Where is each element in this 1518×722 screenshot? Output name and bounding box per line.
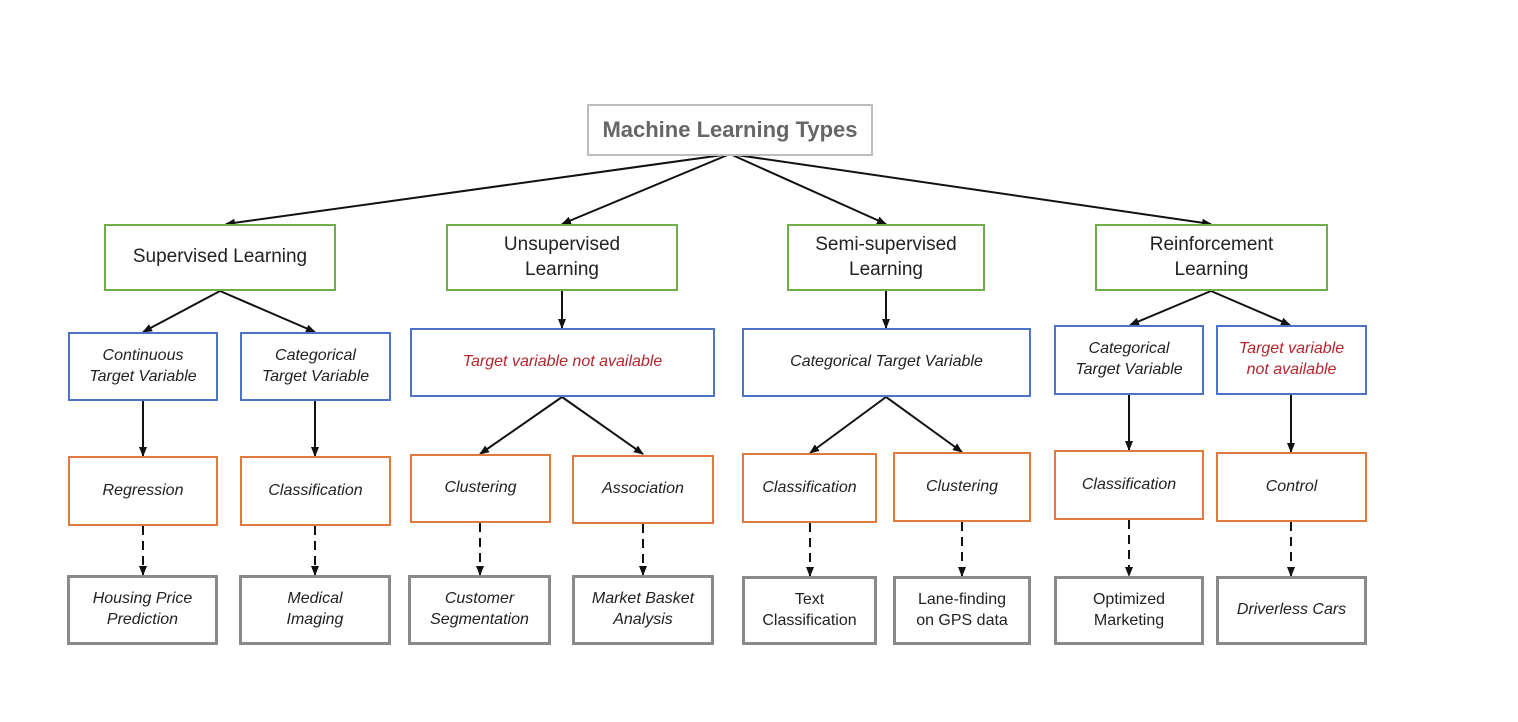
category-semi-supervised: Semi-supervised Learning (787, 224, 985, 291)
connector-unsup-target-association (561, 396, 644, 455)
connector-root-unsupervised (561, 153, 731, 225)
target-not-available-unsupervised: Target variable not available (410, 328, 715, 397)
root-title: Machine Learning Types (602, 116, 858, 142)
algorithm-label: Regression (102, 481, 184, 499)
target-categorical-reinforcement: Categorical Target Variable (1054, 325, 1204, 395)
algorithm-clustering-semi-supervised: Clustering (893, 452, 1031, 522)
target-label: Categorical Target Variable (261, 346, 370, 385)
connector-root-reinforcement (729, 153, 1212, 227)
application-label: Market Basket Analysis (591, 590, 695, 628)
application-label: Customer Segmentation (430, 590, 529, 628)
algorithm-classification-reinforcement: Classification (1054, 450, 1204, 520)
application-label: Medical Imaging (286, 590, 344, 628)
application-text-classification: Text Classification (742, 576, 877, 645)
target-label: Categorical Target Variable (790, 353, 983, 371)
category-label: Reinforcement Learning (1149, 233, 1274, 280)
connector-root-semi-supervised (729, 153, 887, 225)
category-label: Unsupervised Learning (503, 233, 621, 280)
application-label: Lane-finding on GPS data (916, 590, 1008, 629)
algorithm-control: Control (1216, 452, 1367, 522)
application-housing-price: Housing Price Prediction (67, 575, 218, 645)
algorithm-label: Classification (268, 481, 363, 499)
category-reinforcement: Reinforcement Learning (1095, 224, 1328, 291)
algorithm-regression: Regression (68, 456, 218, 526)
algorithm-label: Classification (1081, 475, 1177, 493)
target-categorical-supervised: Categorical Target Variable (240, 332, 391, 401)
algorithm-label: Classification (762, 478, 857, 496)
root-node: Machine Learning Types (587, 104, 873, 156)
category-label: Supervised Learning (132, 246, 308, 268)
application-label: Driverless Cars (1236, 601, 1347, 619)
algorithm-clustering-unsupervised: Clustering (410, 454, 551, 523)
target-label: Continuous Target Variable (89, 346, 197, 385)
algorithm-classification-semi-supervised: Classification (742, 453, 877, 523)
application-medical-imaging: Medical Imaging (239, 575, 391, 645)
connector-supervised-continuous (142, 290, 221, 333)
application-lane-finding: Lane-finding on GPS data (893, 576, 1031, 645)
connector-reinforcement-not-available (1210, 290, 1291, 326)
algorithm-association: Association (572, 455, 714, 524)
algorithm-label: Clustering (925, 477, 999, 495)
application-customer-segmentation: Customer Segmentation (408, 575, 551, 645)
application-optimized-marketing: Optimized Marketing (1054, 576, 1204, 645)
target-label: Categorical Target Variable (1075, 340, 1183, 378)
application-label: Housing Price Prediction (92, 590, 193, 628)
target-continuous: Continuous Target Variable (68, 332, 218, 401)
target-categorical-semi-supervised: Categorical Target Variable (742, 328, 1031, 397)
connector-root-supervised (225, 153, 731, 227)
algorithm-label: Clustering (444, 479, 517, 497)
category-unsupervised: Unsupervised Learning (446, 224, 678, 291)
algorithm-label: Control (1265, 477, 1318, 495)
application-market-basket: Market Basket Analysis (572, 575, 714, 645)
connector-semi-target-classification (809, 396, 887, 454)
connector-unsup-target-clustering (479, 396, 563, 455)
application-label: Optimized Marketing (1092, 590, 1166, 629)
connector-semi-target-clustering (885, 396, 963, 453)
algorithm-label: Association (602, 480, 684, 498)
algorithm-classification-supervised: Classification (240, 456, 391, 526)
target-label: Target variable not available (462, 353, 663, 371)
target-label: Target variable not available (1238, 340, 1345, 378)
application-label: Text Classification (762, 590, 857, 629)
target-not-available-reinforcement: Target variable not available (1216, 325, 1367, 395)
category-supervised: Supervised Learning (104, 224, 336, 291)
connector-supervised-categorical (219, 290, 316, 333)
connector-reinforcement-categorical (1129, 290, 1212, 326)
category-label: Semi-supervised Learning (815, 233, 957, 280)
application-driverless-cars: Driverless Cars (1216, 576, 1367, 645)
